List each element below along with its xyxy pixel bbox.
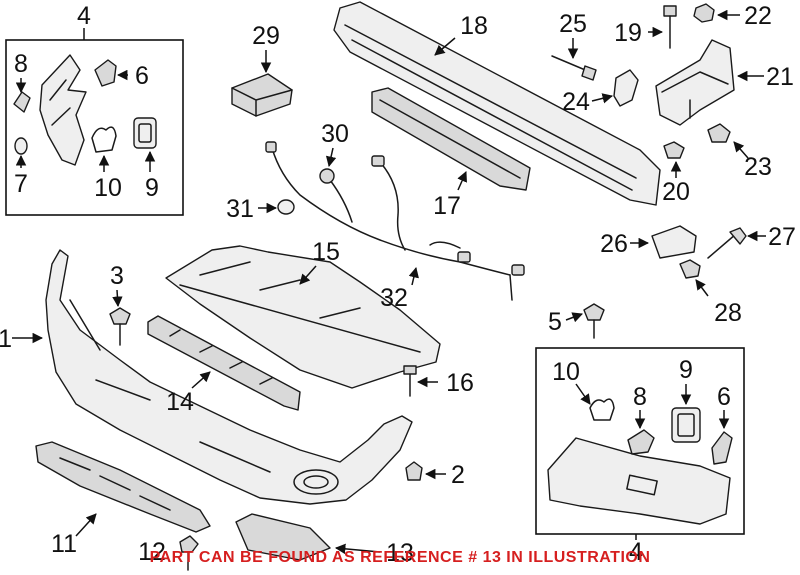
callout-23: 23	[744, 153, 772, 181]
callout-25: 25	[559, 10, 587, 38]
wiring-harness-part-32	[265, 141, 525, 301]
clip-part-10-top	[91, 126, 117, 172]
callout-12: 12	[138, 538, 166, 566]
nut-part-28	[679, 259, 709, 297]
undershield-part-15	[165, 245, 441, 389]
grommet-part-20	[663, 141, 685, 178]
bracket-trim-top-left	[39, 54, 87, 166]
bolt-part-23	[707, 123, 749, 159]
callout-32: 32	[380, 284, 408, 312]
callout-1: 1	[0, 325, 12, 353]
callout-6-bottom: 6	[717, 383, 731, 411]
control-module-part-29	[231, 50, 293, 117]
inset-box-top-left	[5, 28, 184, 216]
callout-5: 5	[548, 308, 562, 336]
callout-13: 13	[386, 539, 414, 567]
callout-14: 14	[166, 388, 194, 416]
cover-part-9-bottom	[671, 384, 701, 443]
callout-30: 30	[321, 120, 349, 148]
bolt-part-16	[403, 365, 438, 397]
clip-part-8-bottom	[627, 410, 655, 455]
callout-22: 22	[744, 2, 772, 30]
callout-4-top: 4	[77, 2, 91, 30]
clip-part-6-bottom	[711, 410, 733, 465]
bumper-cover-part-1	[12, 249, 413, 505]
callout-10-bottom: 10	[552, 358, 580, 386]
clip-part-6-top	[94, 59, 128, 87]
screw-part-3	[109, 289, 131, 346]
energy-absorber-part-17	[371, 87, 531, 191]
nut-part-22	[693, 3, 740, 23]
callout-29: 29	[252, 22, 280, 50]
lower-trim-part-11	[35, 441, 211, 537]
callout-4-bottom: 4	[629, 538, 643, 566]
mount-bracket-part-21	[655, 39, 764, 126]
callout-16: 16	[446, 369, 474, 397]
callout-7: 7	[14, 170, 28, 198]
lower-grille-part-14	[147, 315, 301, 411]
connector-part-30	[319, 147, 337, 184]
callout-9-bottom: 9	[679, 356, 693, 384]
callout-15: 15	[312, 238, 340, 266]
callout-28: 28	[714, 299, 742, 327]
callout-6-top: 6	[135, 62, 149, 90]
callout-21: 21	[766, 63, 794, 91]
bolt-part-19	[648, 5, 677, 49]
callout-27: 27	[768, 223, 796, 251]
screw-part-5	[565, 303, 605, 339]
bracket-part-26	[630, 225, 697, 259]
impact-bar-part-18	[333, 1, 661, 206]
fog-trim-part-13	[235, 513, 381, 561]
callout-2: 2	[451, 461, 465, 489]
callout-18: 18	[460, 12, 488, 40]
clip-part-2	[405, 461, 446, 481]
screw-part-12	[179, 535, 199, 571]
bracket-trim-bottom-right	[547, 437, 731, 525]
callout-9-top: 9	[145, 174, 159, 202]
callout-8-bottom: 8	[633, 383, 647, 411]
inset-box-bottom-right	[535, 347, 745, 540]
callout-3: 3	[110, 262, 124, 290]
cover-part-9-top	[133, 117, 157, 172]
stud-part-25	[551, 38, 597, 81]
callout-17: 17	[433, 192, 461, 220]
callout-19: 19	[614, 19, 642, 47]
bolt-part-27	[707, 227, 766, 259]
grommet-part-31	[258, 199, 295, 215]
reference-footnote: PART CAN BE FOUND AS REFERENCE # 13 IN I…	[149, 549, 651, 566]
callout-10-top: 10	[94, 174, 122, 202]
callout-11: 11	[51, 530, 77, 558]
callout-26: 26	[600, 230, 628, 258]
callout-24: 24	[562, 88, 590, 116]
clip-part-8-top	[13, 78, 31, 113]
callout-31: 31	[226, 195, 254, 223]
washer-part-7-top	[14, 137, 28, 168]
callout-20: 20	[662, 178, 690, 206]
clip-part-24	[591, 69, 639, 107]
clip-part-10-bottom	[575, 383, 615, 421]
callout-8-top: 8	[14, 50, 28, 78]
